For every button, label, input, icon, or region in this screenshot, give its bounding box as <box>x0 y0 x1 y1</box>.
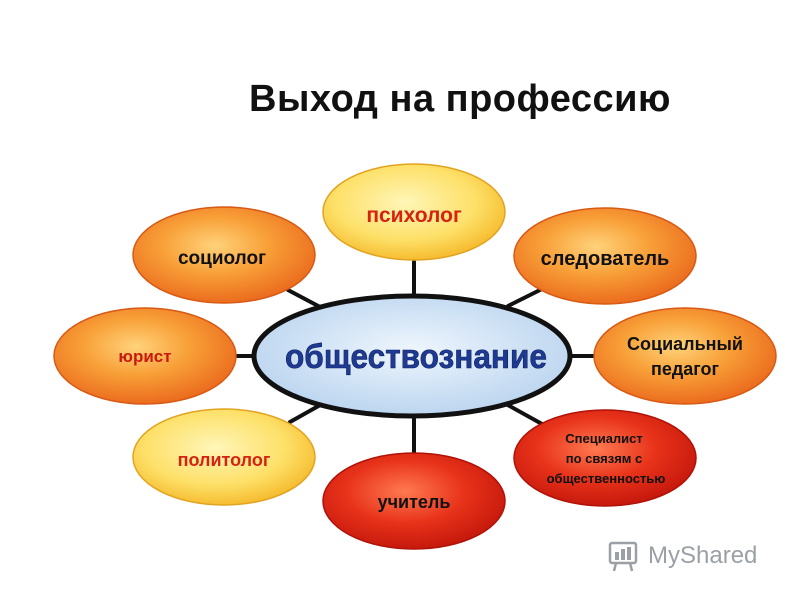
node-pr-specialist-label-line2: по связям с <box>566 451 643 466</box>
node-investigator: следователь <box>513 207 697 305</box>
node-political-scientist-label: политолог <box>178 450 271 470</box>
node-psychologist: психолог <box>322 163 506 261</box>
watermark-text: MyShared <box>648 542 758 569</box>
connector-pr-specialist <box>504 402 544 426</box>
connector-investigator <box>506 286 546 308</box>
node-sociologist-label: социолог <box>178 248 266 269</box>
page-title: Выход на профессию <box>249 78 671 120</box>
node-investigator-label: следователь <box>541 248 670 270</box>
node-social-pedagogue: Социальный педагог <box>593 307 777 405</box>
node-teacher-label: учитель <box>378 492 451 512</box>
node-teacher: учитель <box>322 452 506 550</box>
node-political-scientist: политолог <box>132 408 316 506</box>
node-psychologist-label: психолог <box>366 204 462 227</box>
connector-sociologist <box>286 288 324 310</box>
node-lawyer: юрист <box>53 307 237 405</box>
node-social-pedagogue-label-line2: педагог <box>651 359 720 379</box>
node-lawyer-label: юрист <box>118 347 171 366</box>
node-pr-specialist: Специалист по связям с общественностью <box>513 409 697 507</box>
node-sociologist: социолог <box>132 206 316 304</box>
node-pr-specialist-label-line1: Специалист <box>565 431 643 446</box>
center-node: обществознание <box>251 293 573 419</box>
node-pr-specialist-label-line3: общественностью <box>547 471 666 486</box>
myshared-logo-icon <box>608 541 638 572</box>
node-social-pedagogue-label-line1: Социальный <box>627 334 743 354</box>
center-label: обществознание <box>285 338 547 376</box>
connector-political-scientist <box>288 402 324 424</box>
watermark: MyShared <box>608 536 757 576</box>
